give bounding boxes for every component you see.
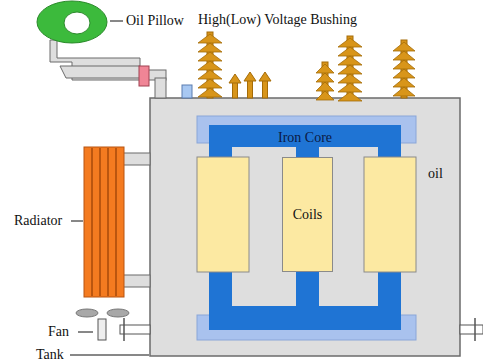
oil-pillow	[37, 1, 107, 43]
oil-pipe	[50, 40, 140, 80]
oil-pipe	[60, 66, 140, 78]
part-name: Fan	[48, 324, 69, 339]
valve-flange	[474, 318, 476, 341]
oil-pipe	[155, 78, 166, 98]
part-name: Radiator	[14, 213, 62, 228]
breather	[182, 85, 192, 98]
oil-pillow-window	[64, 12, 90, 34]
radiator-fin	[91, 148, 93, 296]
leader-line	[71, 221, 83, 222]
radiator-fin	[107, 148, 109, 296]
radiator	[84, 147, 124, 297]
drain-pipe	[460, 325, 483, 334]
coil	[197, 157, 249, 272]
iron-core-region: Iron CoreCoils	[209, 125, 401, 330]
bushing	[229, 74, 241, 98]
bushing	[198, 32, 222, 98]
leader-line	[70, 355, 149, 356]
bushing	[244, 72, 256, 98]
valve-flange	[123, 318, 125, 341]
bushing	[259, 72, 271, 98]
tank-body	[150, 98, 460, 356]
fan-motor	[98, 319, 106, 340]
leader-line	[78, 332, 93, 333]
coil-box: Coils	[282, 157, 333, 272]
relay-valve	[139, 66, 149, 86]
radiator-fin	[115, 148, 117, 296]
bushing	[393, 40, 415, 98]
part-name: Oil Pillow	[126, 13, 184, 28]
leader-line	[110, 21, 123, 22]
fan-blade	[76, 309, 98, 317]
part-name: High(Low) Voltage Bushing	[198, 12, 357, 27]
node-label: Iron Core	[278, 130, 332, 145]
material-label: oil	[428, 166, 443, 181]
bushing	[338, 36, 362, 101]
bushing	[316, 62, 334, 100]
radiator-fin	[99, 148, 101, 296]
node-label: Coils	[293, 207, 323, 222]
fan-blade	[107, 309, 129, 317]
part-name: Tank	[36, 347, 64, 362]
coil	[364, 157, 416, 272]
